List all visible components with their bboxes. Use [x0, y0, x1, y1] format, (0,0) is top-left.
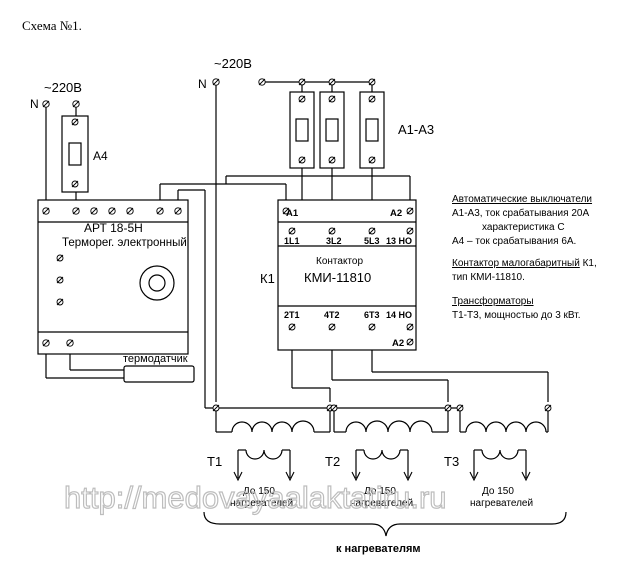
left-supply-terminals — [42, 100, 80, 108]
contactor-a2-label: A2 — [390, 208, 402, 219]
thermoregulator-knob — [139, 265, 175, 301]
top-bus-terminals — [298, 78, 376, 86]
contactor-out-6t3: 6T3 — [364, 310, 380, 320]
legend-breakers-heading: Автоматические выключатели — [452, 194, 592, 205]
thermoregulator — [37, 199, 189, 355]
contactor-output-terminals — [288, 323, 414, 346]
contactor-in-5l3: 5L3 — [364, 236, 380, 246]
legend-contactor-heading: Контактор малогабаритный — [452, 257, 580, 269]
temperature-sensor-label: термодатчик — [123, 353, 188, 365]
heaters-brace — [203, 511, 567, 537]
contactor-top-terminals — [282, 207, 414, 215]
top-supply-voltage: ~220В — [214, 56, 252, 71]
contactor-ref: К1 — [260, 271, 275, 286]
breaker-a4-label: A4 — [93, 149, 108, 163]
thermoregulator-desc: Терморег. электронный — [62, 237, 187, 249]
contactor-in-1l1: 1L1 — [284, 236, 300, 246]
contactor-name: Контактор — [316, 256, 363, 267]
legend-contactor-line-0: Контактор малогабаритный К1, — [452, 257, 597, 269]
thermoregulator-top-terminals — [42, 207, 182, 215]
breakers-a1-a3-label: A1-A3 — [398, 122, 434, 137]
top-supply-n-label: N — [198, 77, 207, 91]
legend-breakers-line-2: характеристика С — [482, 222, 565, 233]
contactor-in-3l2: 3L2 — [326, 236, 342, 246]
legend-transformers-line-1: Т1-Т3, мощностью до 3 кВт. — [452, 310, 581, 321]
watermark: http://medovayaalaktatiru.ru — [64, 480, 447, 515]
transformer-t1-load-1: До 150 — [243, 486, 275, 497]
contactor-input-terminals — [288, 227, 414, 235]
thermoregulator-leds — [56, 254, 64, 306]
legend-breakers-line-1: A1-A3, ток срабатывания 20А — [452, 207, 589, 219]
transformer-t1-label: Т1 — [207, 454, 222, 469]
left-supply-n-label: N — [30, 97, 39, 111]
transformer-t3 — [456, 404, 552, 482]
top-supply-terminals — [212, 78, 266, 86]
breakers-a1-a3 — [289, 91, 385, 169]
contactor-out-4t2: 4T2 — [324, 310, 340, 320]
thermoregulator-bottom-terminals — [42, 339, 74, 347]
transformer-t3-load-1: До 150 — [482, 486, 514, 497]
transformer-t2-load-2: нагревателей — [350, 498, 413, 509]
transformer-t2 — [330, 404, 452, 482]
transformer-t3-label: Т3 — [444, 454, 459, 469]
to-heaters-label: к нагревателям — [336, 543, 421, 555]
diagram-title: Схема №1. — [22, 18, 82, 33]
legend-transformers-heading: Трансформаторы — [452, 295, 534, 307]
transformer-t3-load-2: нагревателей — [470, 498, 533, 509]
legend: Автоматические выключатели A1-A3, ток ср… — [452, 194, 597, 321]
breaker-a4 — [61, 115, 89, 193]
contactor-out-14no: 14 НО — [386, 310, 412, 320]
temperature-sensor — [123, 365, 195, 383]
thermoregulator-model: АРТ 18-5Н — [84, 221, 143, 235]
transformer-t1-load-2: нагревателей — [230, 498, 293, 509]
contactor-a2-bottom-label: A2 — [392, 338, 404, 349]
legend-breakers-line-3: A4 – ток срабатывания 6А. — [452, 235, 576, 247]
contactor-in-13no: 13 НО — [386, 236, 412, 246]
left-supply-voltage: ~220В — [44, 80, 82, 95]
transformer-t2-load-1: До 150 — [364, 486, 396, 497]
legend-contactor-line-1: тип КМИ-11810. — [452, 272, 525, 283]
contactor-a1-label: A1 — [286, 208, 299, 219]
transformer-t1 — [212, 404, 334, 482]
contactor-k1 — [277, 199, 417, 351]
contactor-out-2t1: 2T1 — [284, 310, 300, 320]
legend-contactor-heading-suffix: К1, — [580, 258, 597, 269]
transformer-t2-label: Т2 — [325, 454, 340, 469]
contactor-model: КМИ-11810 — [304, 270, 371, 285]
